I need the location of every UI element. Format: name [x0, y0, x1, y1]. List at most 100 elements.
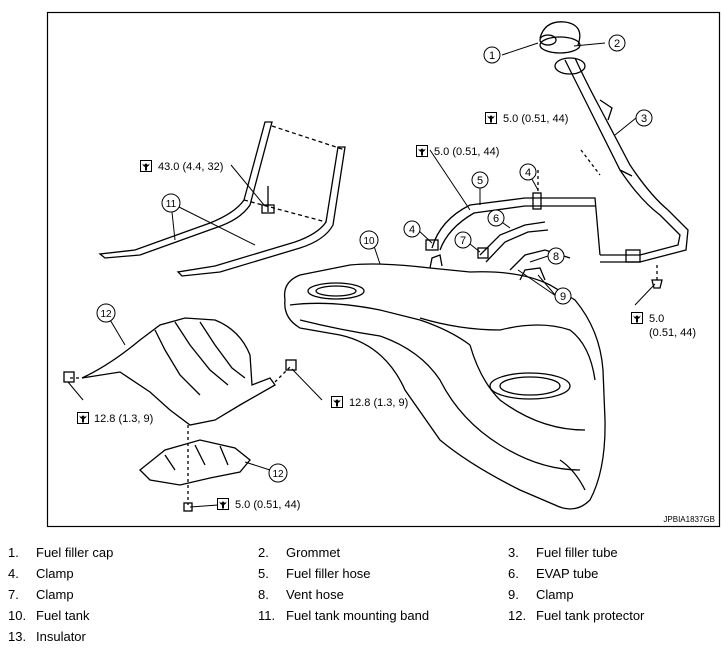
torque-wrench-icon [416, 145, 428, 157]
callout-4a: 4 [519, 163, 537, 181]
legend-label: Vent hose [286, 587, 344, 602]
legend-label: Grommet [286, 545, 341, 560]
callout-2: 2 [608, 34, 626, 52]
torque-wrench-icon [77, 412, 89, 424]
callout-9-number: 9 [560, 291, 566, 303]
callout-6: 6 [487, 209, 505, 227]
fuel-tank-drawing [283, 254, 606, 510]
torque-wrench-icon [140, 160, 152, 172]
callout-1-number: 1 [489, 50, 495, 62]
torque-wrench-icon [331, 396, 343, 408]
torque-spec-4-text: 5.0 [649, 313, 664, 325]
torque-wrench-icon [485, 112, 497, 124]
torque-spec-6-text: 12.8 (1.3, 9) [349, 397, 408, 409]
callout-10: 10 [359, 230, 379, 250]
fuel-system-diagram: 1 2 3 4 4 5 6 7 8 9 10 11 12 12 5.0 (0.5… [46, 11, 721, 528]
insulator-drawing [139, 425, 251, 512]
torque-spec-7-text: 5.0 (0.51, 44) [235, 499, 300, 511]
legend-number: 7. [8, 587, 19, 602]
mounting-bands-drawing [98, 121, 346, 277]
legend-number: 9. [508, 587, 519, 602]
legend-label: Fuel tank protector [536, 608, 645, 623]
callout-9: 9 [554, 287, 572, 305]
torque-spec-1-text: 5.0 (0.51, 44) [503, 113, 568, 125]
legend-number: 2. [258, 545, 269, 560]
callout-4a-number: 4 [525, 167, 531, 179]
legend-item: 9. Clamp [508, 587, 574, 603]
legend-number: 3. [508, 545, 519, 560]
callout-10-number: 10 [363, 236, 375, 247]
legend-number: 11. [258, 608, 276, 623]
diagram-frame [46, 11, 721, 528]
legend-item: 5. Fuel filler hose [258, 566, 371, 582]
hoses-drawing [425, 149, 663, 289]
torque-wrench-icon [217, 498, 229, 510]
legend-item: 11. Fuel tank mounting band [258, 608, 429, 624]
callout-2-number: 2 [614, 38, 620, 50]
callout-6-number: 6 [493, 213, 499, 225]
legend-item: 2. Grommet [258, 545, 340, 561]
parts-legend: 1. Fuel filler cap 2. Grommet 3. Fuel fille… [0, 543, 722, 648]
torque-spec-6: 12.8 (1.3, 9) [331, 396, 408, 409]
torque-specs: 5.0 (0.51, 44) 43.0 (4.4, 32) 5.0 (0.51,… [77, 112, 696, 511]
callout-12: 12 [96, 303, 116, 323]
callout-11: 11 [161, 193, 181, 213]
callout-5-number: 5 [477, 175, 483, 187]
legend-label: Fuel filler cap [36, 545, 114, 560]
legend-label: Fuel tank [36, 608, 90, 623]
legend-number: 10. [8, 608, 27, 623]
torque-spec-3: 5.0 (0.51, 44) [416, 145, 499, 158]
callout-3: 3 [635, 109, 653, 127]
callout-12-number: 12 [100, 309, 112, 320]
legend-label: Fuel filler tube [536, 545, 618, 560]
torque-spec-4: 5.0 (0.51, 44) [631, 312, 696, 339]
callout-8: 8 [547, 247, 565, 265]
legend-label: Fuel filler hose [286, 566, 371, 581]
legend-item: 4. Clamp [8, 566, 74, 582]
torque-spec-2: 43.0 (4.4, 32) [140, 160, 223, 173]
legend-label: EVAP tube [536, 566, 599, 581]
torque-spec-5: 12.8 (1.3, 9) [77, 412, 153, 425]
legend-item: 7. Clamp [8, 587, 74, 603]
torque-spec-2-text: 43.0 (4.4, 32) [158, 161, 223, 173]
callout-11-number: 11 [166, 199, 177, 210]
legend-label: Clamp [36, 587, 74, 602]
torque-spec-3-text: 5.0 (0.51, 44) [434, 146, 499, 158]
callout-5: 5 [471, 171, 489, 189]
callout-13: 12 [268, 463, 288, 483]
legend-number: 6. [508, 566, 519, 581]
callout-7: 7 [454, 231, 472, 249]
legend-label: Insulator [36, 629, 86, 644]
legend-number: 13. [8, 629, 27, 644]
torque-spec-4-subtext: (0.51, 44) [649, 327, 696, 339]
legend-item: 1. Fuel filler cap [8, 545, 113, 561]
callout-7-number: 7 [460, 235, 466, 247]
legend-item: 8.Vent hose [258, 587, 344, 603]
callout-8-number: 8 [553, 251, 559, 263]
figure-ref-code: JPBIA1837GB [663, 515, 715, 524]
torque-spec-1: 5.0 (0.51, 44) [485, 112, 568, 125]
torque-spec-5-text: 12.8 (1.3, 9) [94, 413, 153, 425]
legend-label: Clamp [536, 587, 574, 602]
legend-number: 1. [8, 545, 19, 560]
callout-1: 1 [483, 46, 501, 64]
legend-item: 13. Insulator [8, 629, 86, 645]
legend-item: 3. Fuel filler tube [508, 545, 618, 561]
torque-spec-7: 5.0 (0.51, 44) [217, 498, 300, 511]
legend-item: 6. EVAP tube [508, 566, 598, 582]
legend-label: Clamp [36, 566, 74, 581]
legend-label: Fuel tank mounting band [286, 608, 430, 623]
callout-13-number: 12 [272, 469, 284, 480]
legend-number: 4. [8, 566, 19, 581]
filler-tube-drawing [539, 21, 689, 263]
legend-item: 12. Fuel tank protector [508, 608, 644, 624]
tank-protector-drawing [63, 317, 297, 426]
callout-4b: 4 [403, 220, 421, 238]
callout-4b-number: 4 [409, 224, 415, 236]
callout-3-number: 3 [641, 113, 647, 125]
torque-wrench-icon [631, 312, 643, 324]
legend-number: 5. [258, 566, 269, 581]
legend-item: 10. Fuel tank [8, 608, 89, 624]
part-callouts: 1 2 3 4 4 5 6 7 8 9 10 11 12 12 [96, 34, 653, 483]
legend-number: 12. [508, 608, 527, 623]
